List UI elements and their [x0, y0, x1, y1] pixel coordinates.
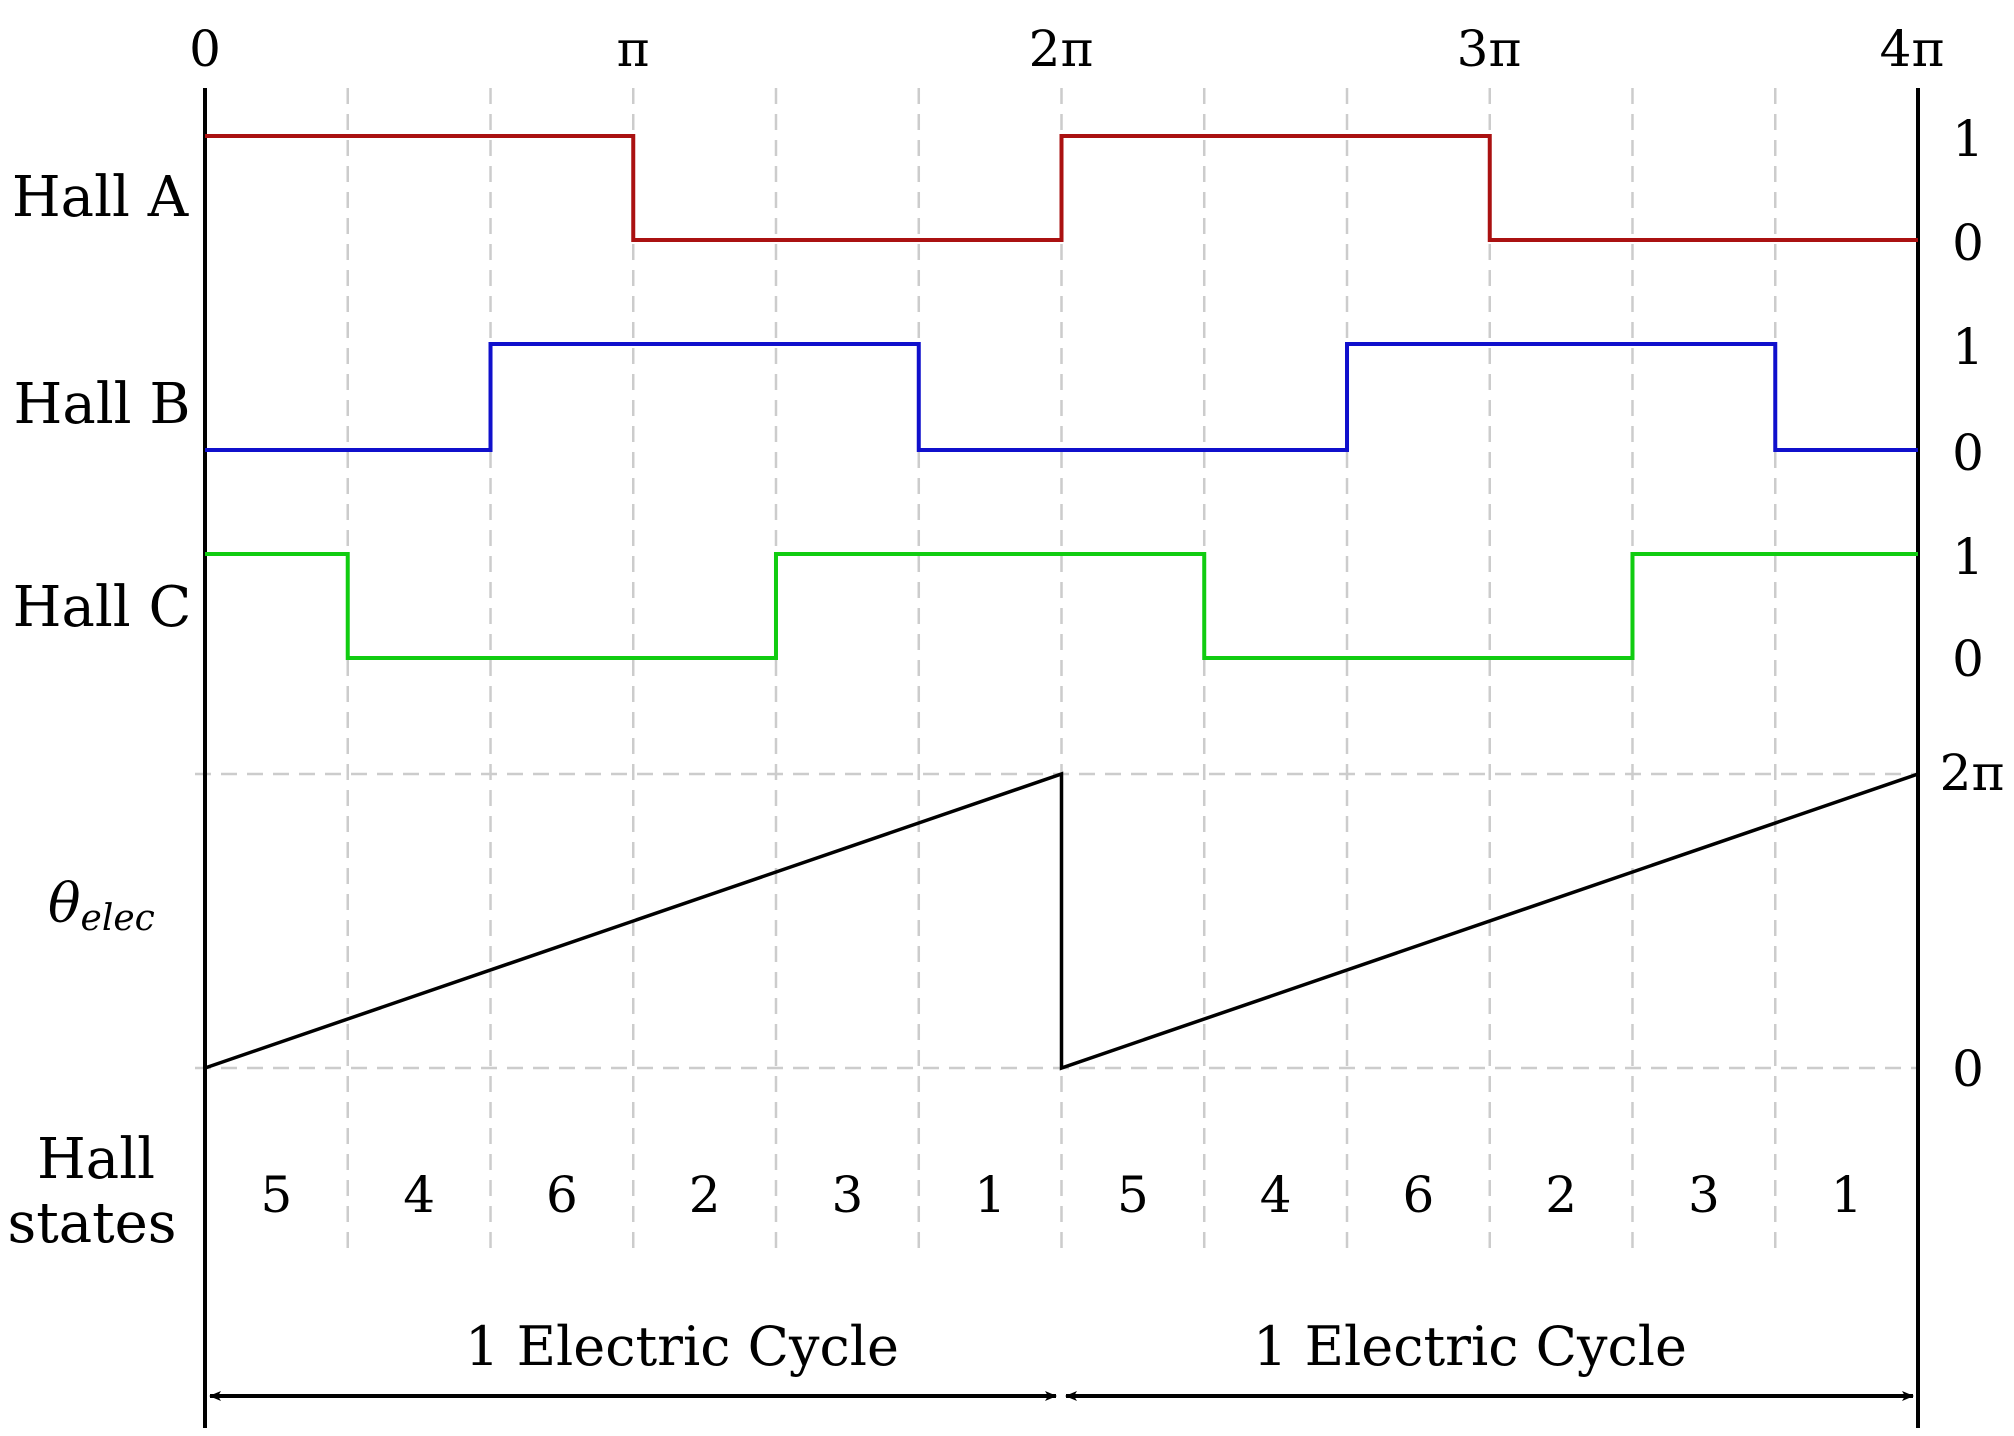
- hall-c-waveform: [205, 552, 1918, 660]
- theta-subscript: elec: [81, 898, 155, 939]
- top-tick-4: 4π: [1880, 20, 1945, 78]
- theta-elec-sawtooth: [204, 771, 1919, 1071]
- hall-state-value: 2: [1545, 1166, 1577, 1224]
- hall-a-high-label: 1: [1952, 110, 1984, 168]
- sector-grid-lines: [346, 88, 1777, 1248]
- hall-state-value: 3: [1688, 1166, 1720, 1224]
- hall-b-waveform: [205, 342, 1918, 452]
- hall-a-waveform: [205, 134, 1918, 242]
- hall-states-label-line1: Hall: [37, 1127, 155, 1192]
- top-tick-3: 3π: [1457, 20, 1522, 78]
- hall-states-label-line2: states: [7, 1191, 176, 1256]
- theta-max-label: 2π: [1940, 744, 2005, 802]
- hall-state-value: 5: [1117, 1166, 1149, 1224]
- hall-a-low-label: 0: [1952, 214, 1984, 272]
- hall-c-label: Hall C: [13, 575, 192, 640]
- hall-b-low-label: 0: [1952, 424, 1984, 482]
- hall-states-row: 5 4 6 2 3 1 5 4 6 2 3 1: [260, 1166, 1862, 1224]
- cycle-2-label: 1 Electric Cycle: [1253, 1315, 1687, 1378]
- hall-state-value: 2: [689, 1166, 721, 1224]
- top-tick-1: π: [617, 20, 650, 78]
- top-tick-2: 2π: [1029, 20, 1094, 78]
- hall-c-low-label: 0: [1952, 630, 1984, 688]
- hall-state-value: 6: [1402, 1166, 1434, 1224]
- hall-state-value: 1: [1831, 1166, 1863, 1224]
- hall-state-value: 1: [974, 1166, 1006, 1224]
- hall-b-label: Hall B: [14, 372, 191, 437]
- theta-min-label: 0: [1952, 1040, 1984, 1098]
- hall-b-high-label: 1: [1952, 318, 1984, 376]
- hall-state-value: 4: [403, 1166, 435, 1224]
- cycle-1-label: 1 Electric Cycle: [465, 1315, 899, 1378]
- theta-elec-label: θelec: [48, 872, 155, 939]
- hall-state-value: 4: [1260, 1166, 1292, 1224]
- top-tick-0: 0: [189, 20, 221, 78]
- hall-state-value: 5: [260, 1166, 292, 1224]
- hall-c-high-label: 1: [1952, 528, 1984, 586]
- hall-state-value: 3: [831, 1166, 863, 1224]
- theta-symbol: θ: [48, 872, 81, 935]
- hall-a-label: Hall A: [12, 165, 189, 230]
- hall-state-value: 6: [546, 1166, 578, 1224]
